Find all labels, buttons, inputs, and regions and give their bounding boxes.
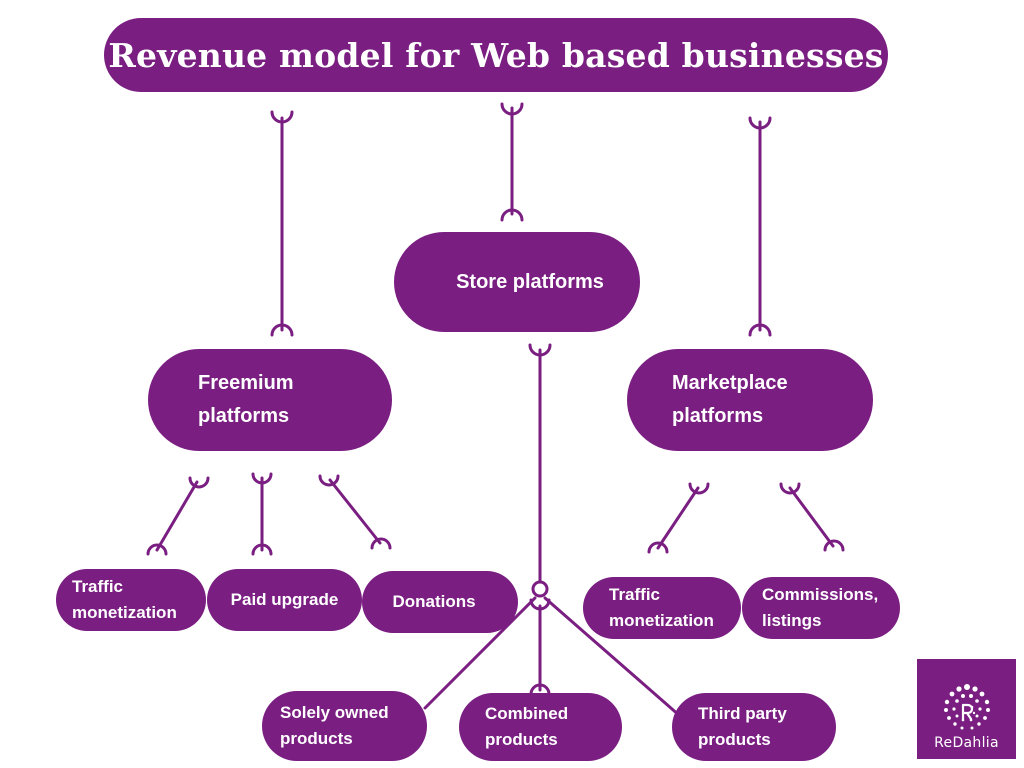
node-freemium-line2: platforms	[198, 405, 290, 427]
diagram-title: Revenue model for Web based businesses	[104, 18, 888, 92]
node-freemium-platforms: Freemium platforms	[148, 349, 392, 451]
node-donations: Donations	[362, 571, 518, 633]
node-donations-label: Donations	[392, 592, 476, 611]
connector-marketplace-commissions	[788, 486, 835, 548]
connector-marketplace-traffic	[656, 486, 700, 550]
node-marketplace-line2: platforms	[672, 405, 764, 427]
node-freemium-line1: Freemium	[198, 372, 294, 394]
node-commissions-listings: Commissions, listings	[742, 577, 900, 639]
node-commissions-line1: Commissions,	[762, 585, 879, 604]
connector-freemium-donations	[328, 478, 382, 545]
node-marketplace-traffic-line1: Traffic	[609, 585, 661, 604]
connector-store-solely	[423, 596, 537, 710]
node-marketplace-traffic-monetization: Traffic monetization	[583, 577, 741, 639]
node-third-line2: products	[698, 730, 771, 749]
node-freemium-traffic-line1: Traffic	[72, 577, 124, 596]
node-paid-upgrade: Paid upgrade	[207, 569, 362, 631]
node-store-platforms: Store platforms	[394, 232, 640, 332]
logo-text: ReDahlia	[934, 735, 999, 751]
node-third-party-products: Third party products	[672, 693, 836, 761]
node-combined-line1: Combined	[485, 704, 569, 723]
node-commissions-line2: listings	[762, 611, 822, 630]
connector-freemium-traffic	[155, 480, 199, 552]
node-marketplace-line1: Marketplace	[672, 372, 788, 394]
node-solely-line2: products	[280, 729, 353, 748]
node-freemium-traffic-monetization: Traffic monetization	[56, 569, 206, 631]
node-marketplace-traffic-line2: monetization	[609, 611, 714, 630]
dahlia-flower-icon	[943, 684, 990, 730]
connector-store-third	[543, 596, 682, 718]
node-freemium-traffic-line2: monetization	[72, 603, 177, 622]
node-paid-upgrade-label: Paid upgrade	[230, 590, 339, 609]
redahlia-logo: ReDahlia	[917, 659, 1016, 759]
node-combined-products: Combined products	[459, 693, 622, 761]
node-third-line1: Third party	[698, 704, 787, 723]
node-solely-line1: Solely owned	[280, 703, 389, 722]
node-store-label: Store platforms	[456, 270, 604, 293]
node-combined-line2: products	[485, 730, 558, 749]
node-solely-owned-products: Solely owned products	[262, 691, 427, 761]
node-marketplace-platforms: Marketplace platforms	[627, 349, 873, 451]
